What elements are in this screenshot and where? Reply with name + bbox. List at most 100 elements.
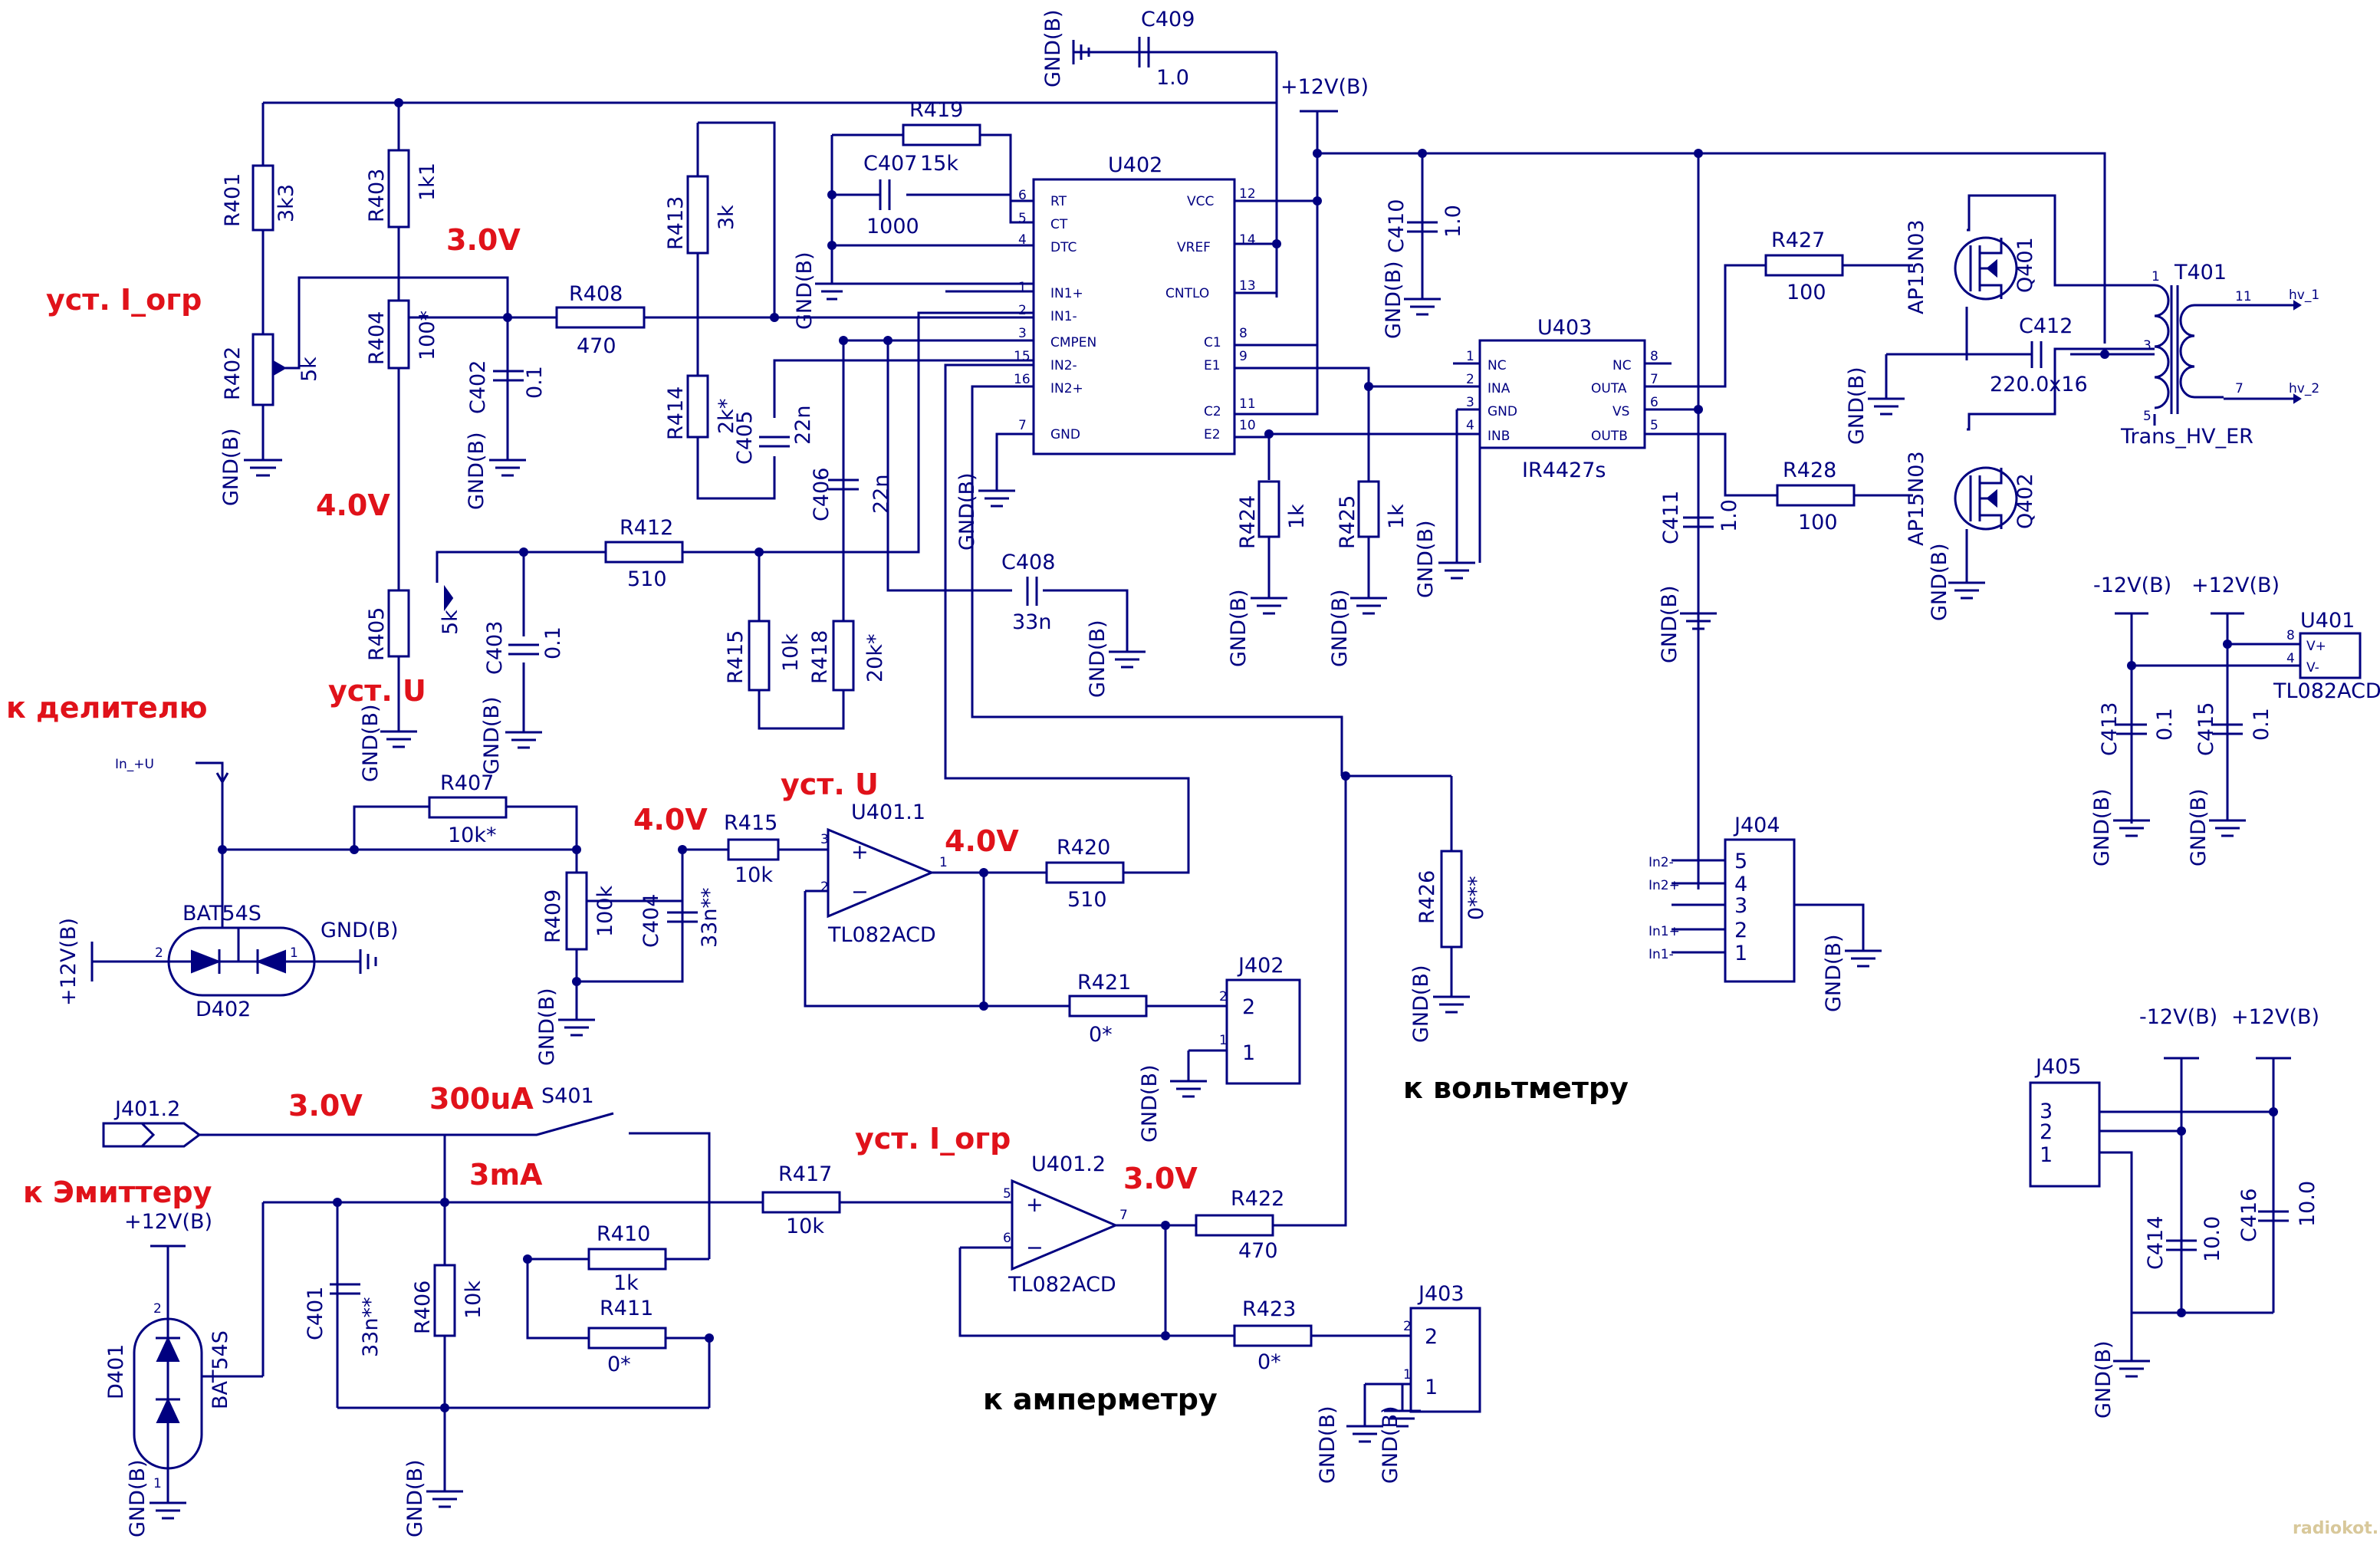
svg-text:R420: R420 [1057, 836, 1110, 860]
svg-text:R409: R409 [541, 889, 565, 943]
svg-text:J405: J405 [2034, 1055, 2082, 1079]
junctions [218, 98, 2278, 1412]
note-4v-out: 4.0V [945, 824, 1019, 858]
svg-text:1: 1 [153, 1476, 162, 1491]
svg-text:1k: 1k [1385, 504, 1409, 529]
svg-text:R427: R427 [1771, 229, 1825, 252]
note-3v-j401: 3.0V [288, 1089, 363, 1123]
svg-text:GND(B): GND(B) [1328, 589, 1352, 667]
u402-pin-vcc: VCC [1187, 194, 1214, 209]
svg-text:R421: R421 [1077, 971, 1131, 995]
note-ust-u-left: уст. U [328, 674, 426, 708]
svg-text:2: 2 [1219, 989, 1228, 1004]
svg-text:33n**: 33n** [359, 1297, 383, 1357]
svg-text:C402: C402 [466, 360, 490, 414]
connector-j402: J402 2 1 21 [1219, 954, 1301, 1085]
svg-text:GND(B): GND(B) [359, 704, 383, 782]
opamp-u401-2: + − U401.2 TL082ACD 5 6 7 [1003, 1152, 1128, 1297]
svg-text:+12V(B): +12V(B) [2191, 574, 2280, 597]
u402-pin-cntlo: CNTLO [1165, 286, 1209, 301]
svg-text:11: 11 [2235, 289, 2252, 304]
svg-text:GND(B): GND(B) [480, 696, 504, 774]
svg-text:1: 1 [290, 945, 298, 961]
svg-text:TL082ACD: TL082ACD [2273, 679, 2380, 703]
note-k-delitelyu: к делителю [6, 691, 208, 725]
svg-text:J401.2: J401.2 [113, 1097, 180, 1121]
svg-text:510: 510 [627, 567, 667, 591]
svg-text:C403: C403 [483, 621, 507, 675]
svg-text:GND(B): GND(B) [219, 428, 243, 506]
capacitors: C402 0.1 C403 0.1 C401 33n** C404 33n** … [304, 8, 2319, 1408]
svg-text:+: + [851, 840, 869, 864]
svg-text:GND(B): GND(B) [465, 432, 488, 510]
svg-text:100: 100 [1798, 511, 1838, 534]
svg-text:R428: R428 [1783, 459, 1836, 482]
svg-text:1k: 1k [1285, 504, 1309, 529]
u402-pin-c1: C1 [1204, 335, 1221, 350]
svg-text:R422: R422 [1231, 1187, 1284, 1211]
svg-text:GND(B): GND(B) [1822, 934, 1846, 1012]
svg-text:C405: C405 [733, 411, 757, 465]
svg-text:510: 510 [1067, 888, 1107, 912]
ic-u401: U401 TL082ACD V+ V- 8 4 [2273, 609, 2380, 703]
svg-text:5: 5 [1018, 211, 1027, 226]
svg-text:+: + [1026, 1193, 1044, 1217]
svg-text:1: 1 [1425, 1376, 1438, 1399]
svg-text:R414: R414 [664, 386, 688, 440]
svg-text:J404: J404 [1733, 814, 1780, 837]
svg-text:GND(B): GND(B) [793, 252, 817, 330]
connector-j405: J405 3 2 1 [2029, 1055, 2101, 1188]
svg-text:3: 3 [2143, 338, 2152, 353]
svg-text:3: 3 [1466, 395, 1474, 410]
svg-text:4: 4 [1466, 418, 1474, 433]
note-k-emitteru: к Эмиттеру [23, 1175, 212, 1209]
svg-text:9: 9 [1239, 349, 1248, 364]
svg-text:8: 8 [1650, 349, 1658, 364]
u402-pin-vref: VREF [1177, 240, 1211, 255]
svg-text:C415: C415 [2194, 702, 2218, 756]
svg-text:14: 14 [1239, 232, 1256, 248]
r415-val: 10k [735, 863, 773, 887]
svg-text:6: 6 [1003, 1231, 1011, 1246]
svg-text:2: 2 [153, 1301, 162, 1317]
svg-text:C413: C413 [2098, 702, 2122, 756]
svg-text:GND(B): GND(B) [1928, 543, 1951, 621]
svg-text:+12V(B): +12V(B) [2231, 1005, 2319, 1029]
svg-text:3k3: 3k3 [274, 184, 298, 222]
svg-text:5k: 5k [439, 610, 462, 635]
svg-text:R404: R404 [365, 311, 389, 365]
u402-pin-in2p: IN2+ [1050, 381, 1083, 396]
svg-text:R402: R402 [221, 347, 245, 400]
svg-text:R418: R418 [808, 630, 832, 684]
note-300ua: 300uA [429, 1082, 534, 1116]
svg-text:U401: U401 [2300, 609, 2355, 633]
svg-text:1: 1 [1219, 1033, 1228, 1048]
svg-text:100k: 100k [593, 885, 617, 937]
svg-text:TL082ACD: TL082ACD [1008, 1273, 1116, 1297]
svg-text:R417: R417 [778, 1162, 832, 1186]
svg-text:GND(B): GND(B) [1316, 1406, 1340, 1484]
svg-text:20k*: 20k* [863, 634, 887, 683]
svg-text:5k: 5k [298, 357, 321, 382]
svg-text:5: 5 [1003, 1186, 1011, 1202]
u403-part: IR4427s [1522, 459, 1606, 482]
svg-text:C407: C407 [863, 152, 917, 176]
svg-text:5: 5 [1650, 418, 1658, 433]
svg-text:0*: 0* [607, 1353, 631, 1376]
ic-u403: U403 IR4427s NC INA GND INB NC OUTA VS O… [1466, 316, 1658, 482]
svg-text:hv_1: hv_1 [2289, 288, 2319, 303]
svg-text:0***: 0*** [1464, 876, 1488, 920]
svg-text:In1+: In1+ [1649, 924, 1680, 939]
svg-text:10.0: 10.0 [2201, 1216, 2224, 1262]
svg-text:GND(B): GND(B) [1041, 9, 1065, 87]
svg-text:S401: S401 [541, 1084, 594, 1108]
u402-pin-gnd: GND [1050, 427, 1080, 442]
svg-text:16: 16 [1014, 372, 1031, 387]
diode-d402: BAT54S D402 2 1 [155, 902, 316, 1021]
mosfet-q401: AP15N03 Q401 [1905, 219, 2037, 314]
svg-text:D402: D402 [196, 998, 251, 1021]
note-4v-mid: 4.0V [633, 803, 708, 837]
note-k-voltmetru: к вольтметру [1403, 1071, 1629, 1105]
svg-text:U401.2: U401.2 [1031, 1152, 1106, 1176]
svg-text:5: 5 [1734, 850, 1747, 873]
